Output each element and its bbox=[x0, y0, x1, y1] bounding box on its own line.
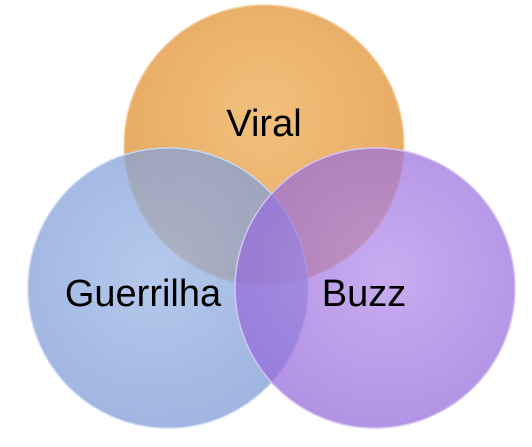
venn-circle-buzz bbox=[234, 147, 516, 429]
venn-label-buzz: Buzz bbox=[322, 273, 406, 315]
venn-label-guerrilha: Guerrilha bbox=[65, 273, 222, 315]
venn-label-viral: Viral bbox=[226, 103, 301, 145]
